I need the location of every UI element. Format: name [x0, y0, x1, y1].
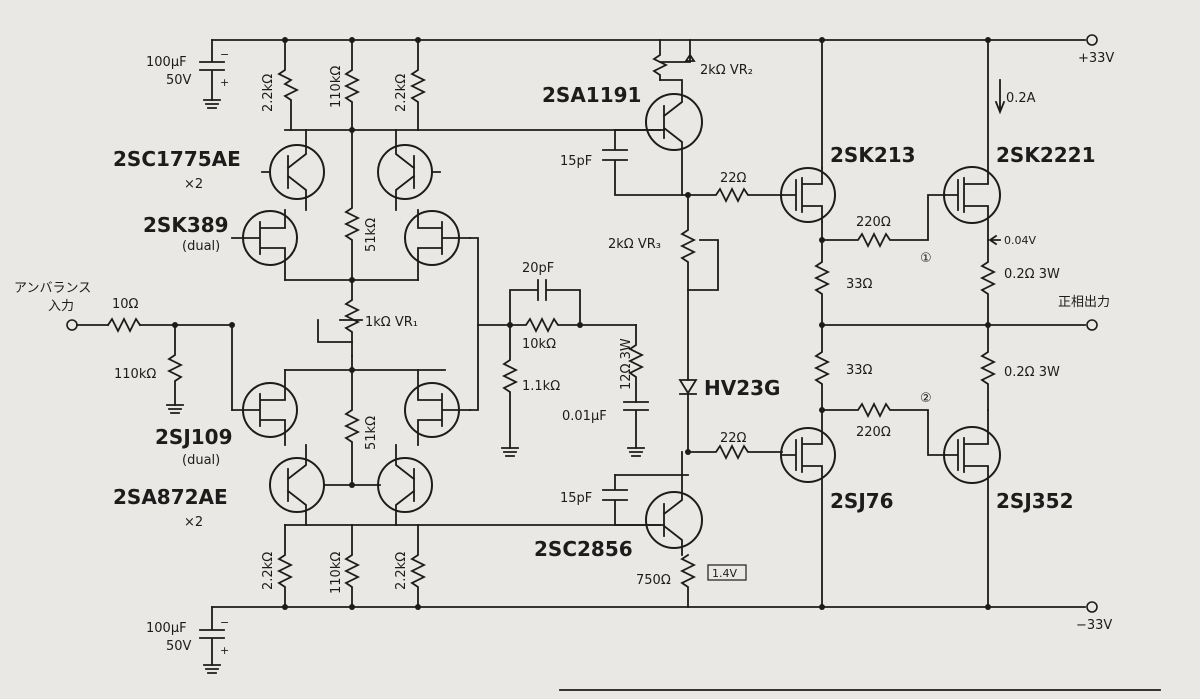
r-33-bot-label: 33Ω	[846, 363, 873, 378]
svg-text:−: −	[220, 616, 229, 629]
current-top-label: 0.2A	[1006, 91, 1036, 106]
output-gate-bottom	[821, 401, 946, 456]
input-label-2: 入力	[48, 299, 74, 314]
q-vas-top-label: 2SA1191	[542, 83, 641, 107]
output-gate-top	[821, 194, 946, 249]
svg-text:+: +	[220, 644, 229, 657]
input-label-1: アンバランス	[14, 281, 91, 296]
r-top-3-label: 2.2kΩ	[394, 74, 409, 112]
q-front-npn-mult: ×2	[184, 177, 203, 192]
r-gate-out-top-label: 220Ω	[856, 215, 891, 230]
mark-1: ①	[920, 251, 932, 266]
r-bot-1-label: 2.2kΩ	[261, 552, 276, 590]
q-jfet-n-note: (dual)	[182, 239, 220, 254]
c-comp-top-label: 15pF	[560, 154, 592, 169]
q-front-npn-label: 2SC1775AE	[113, 147, 241, 171]
voltage-emitter-label: 1.4V	[712, 567, 737, 580]
jfet-p-pair	[229, 322, 471, 446]
positive-rail	[211, 34, 1098, 46]
r-top-1-label: 2.2kΩ	[261, 74, 276, 112]
driver-mid-network	[813, 237, 1098, 413]
q-jfet-n-label: 2SK389	[143, 213, 229, 237]
vr2-label: 2kΩ VR₂	[700, 63, 753, 78]
vr3-label: 2kΩ VR₃	[608, 237, 661, 252]
q-jfet-p-label: 2SJ109	[155, 425, 233, 449]
q-front-pnp-label: 2SA872AE	[113, 485, 228, 509]
output-source-resistors	[979, 239, 997, 411]
q-drv-n-label: 2SK213	[830, 143, 916, 167]
negative-rail-label: −33V	[1076, 618, 1112, 633]
driver-bottom	[687, 409, 836, 610]
output-mosfet-n	[943, 37, 1006, 246]
c-zobel-label: 0.01μF	[562, 409, 607, 424]
cap-bottom-value: 100μF	[146, 621, 187, 636]
negative-rail	[211, 601, 1098, 613]
q-out-n-label: 2SK2221	[996, 143, 1095, 167]
mark-2: ②	[920, 391, 932, 406]
q-drv-p-label: 2SJ76	[830, 489, 894, 513]
c-fb-label: 20pF	[522, 261, 554, 276]
cap-top-value: 100μF	[146, 55, 187, 70]
r-mid-bot-label: 51kΩ	[364, 416, 379, 450]
r-in-label: 10Ω	[112, 297, 139, 312]
r-gate-top-label: 22Ω	[720, 171, 747, 186]
front-bottom-resistors	[276, 524, 427, 610]
r-src-top-label: 0.2Ω 3W	[1004, 267, 1060, 282]
q-out-p-label: 2SJ352	[996, 489, 1074, 513]
cap-top-voltage: 50V	[166, 73, 192, 88]
r-bot-2-label: 110kΩ	[329, 552, 344, 594]
svg-text:−: −	[220, 48, 229, 61]
transistor-pnp-pair-bottom	[269, 444, 661, 526]
r-src-bot-label: 0.2Ω 3W	[1004, 365, 1060, 380]
front-top-resistors	[277, 37, 661, 133]
transistor-npn-pair-top	[261, 129, 441, 211]
r-33-top-label: 33Ω	[846, 277, 873, 292]
vas-top	[602, 39, 703, 198]
r-fb-gnd-label: 1.1kΩ	[522, 379, 560, 394]
current-mid-label: 0.04V	[1004, 234, 1036, 247]
r-gate-bot-label: 22Ω	[720, 431, 747, 446]
vr1-label: 1kΩ VR₁	[365, 315, 418, 330]
input-terminal	[66, 316, 233, 414]
q-vas-bot-label: 2SC2856	[534, 537, 633, 561]
zobel-network	[623, 324, 649, 457]
vas-bottom	[602, 451, 747, 608]
r-zobel-label: 12Ω 3W	[619, 338, 634, 390]
r-mid-top-label: 51kΩ	[364, 218, 379, 252]
r-fb-label: 10kΩ	[522, 337, 556, 352]
output-mosfet-p	[943, 409, 1001, 610]
r-top-2-label: 110kΩ	[329, 66, 344, 108]
c-comp-bot-label: 15pF	[560, 491, 592, 506]
capacitor-top-supply: − +	[199, 39, 229, 109]
r-gate-out-bot-label: 220Ω	[856, 425, 891, 440]
cap-bottom-voltage: 50V	[166, 639, 192, 654]
q-front-pnp-mult: ×2	[184, 515, 203, 530]
diode-label: HV23G	[704, 376, 780, 400]
r-in-shunt-label: 110kΩ	[114, 367, 156, 382]
r-bot-3-label: 2.2kΩ	[394, 552, 409, 590]
bias-network	[678, 194, 719, 455]
positive-rail-label: +33V	[1078, 51, 1114, 66]
svg-text:+: +	[220, 76, 229, 89]
q-jfet-p-note: (dual)	[182, 453, 220, 468]
output-label: 正相出力	[1058, 295, 1110, 310]
capacitor-bottom-supply: − +	[199, 606, 229, 674]
feedback-network	[469, 237, 637, 457]
r-750-label: 750Ω	[636, 573, 671, 588]
